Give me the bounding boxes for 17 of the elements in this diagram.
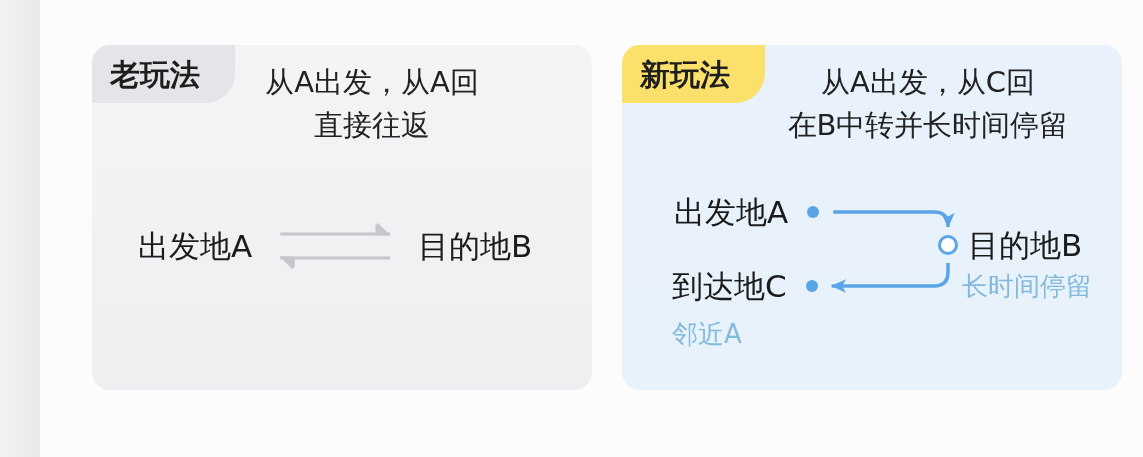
category-tag: 老玩法 <box>92 45 235 103</box>
place-label: 出发地A <box>674 194 789 230</box>
subtitle-text: 直接往返 <box>314 107 430 144</box>
comparison-card <box>92 45 592 390</box>
subtitle-text: 从A出发，从C回 <box>820 64 1036 101</box>
note-text: 长时间停留 <box>962 271 1092 301</box>
comparison-card <box>622 45 1122 390</box>
category-tag: 新玩法 <box>622 45 765 103</box>
note-text: 邻近A <box>672 319 742 349</box>
subtitle-text: 在B中转并长时间停留 <box>787 107 1069 144</box>
place-label: 到达地C <box>672 268 787 304</box>
place-label: 目的地B <box>968 227 1083 263</box>
subtitle-text: 从A出发，从A回 <box>265 64 479 101</box>
place-label: 出发地A <box>138 228 253 264</box>
arrow <box>833 210 955 228</box>
place-label: 目的地B <box>418 228 533 264</box>
arrow <box>830 263 950 293</box>
